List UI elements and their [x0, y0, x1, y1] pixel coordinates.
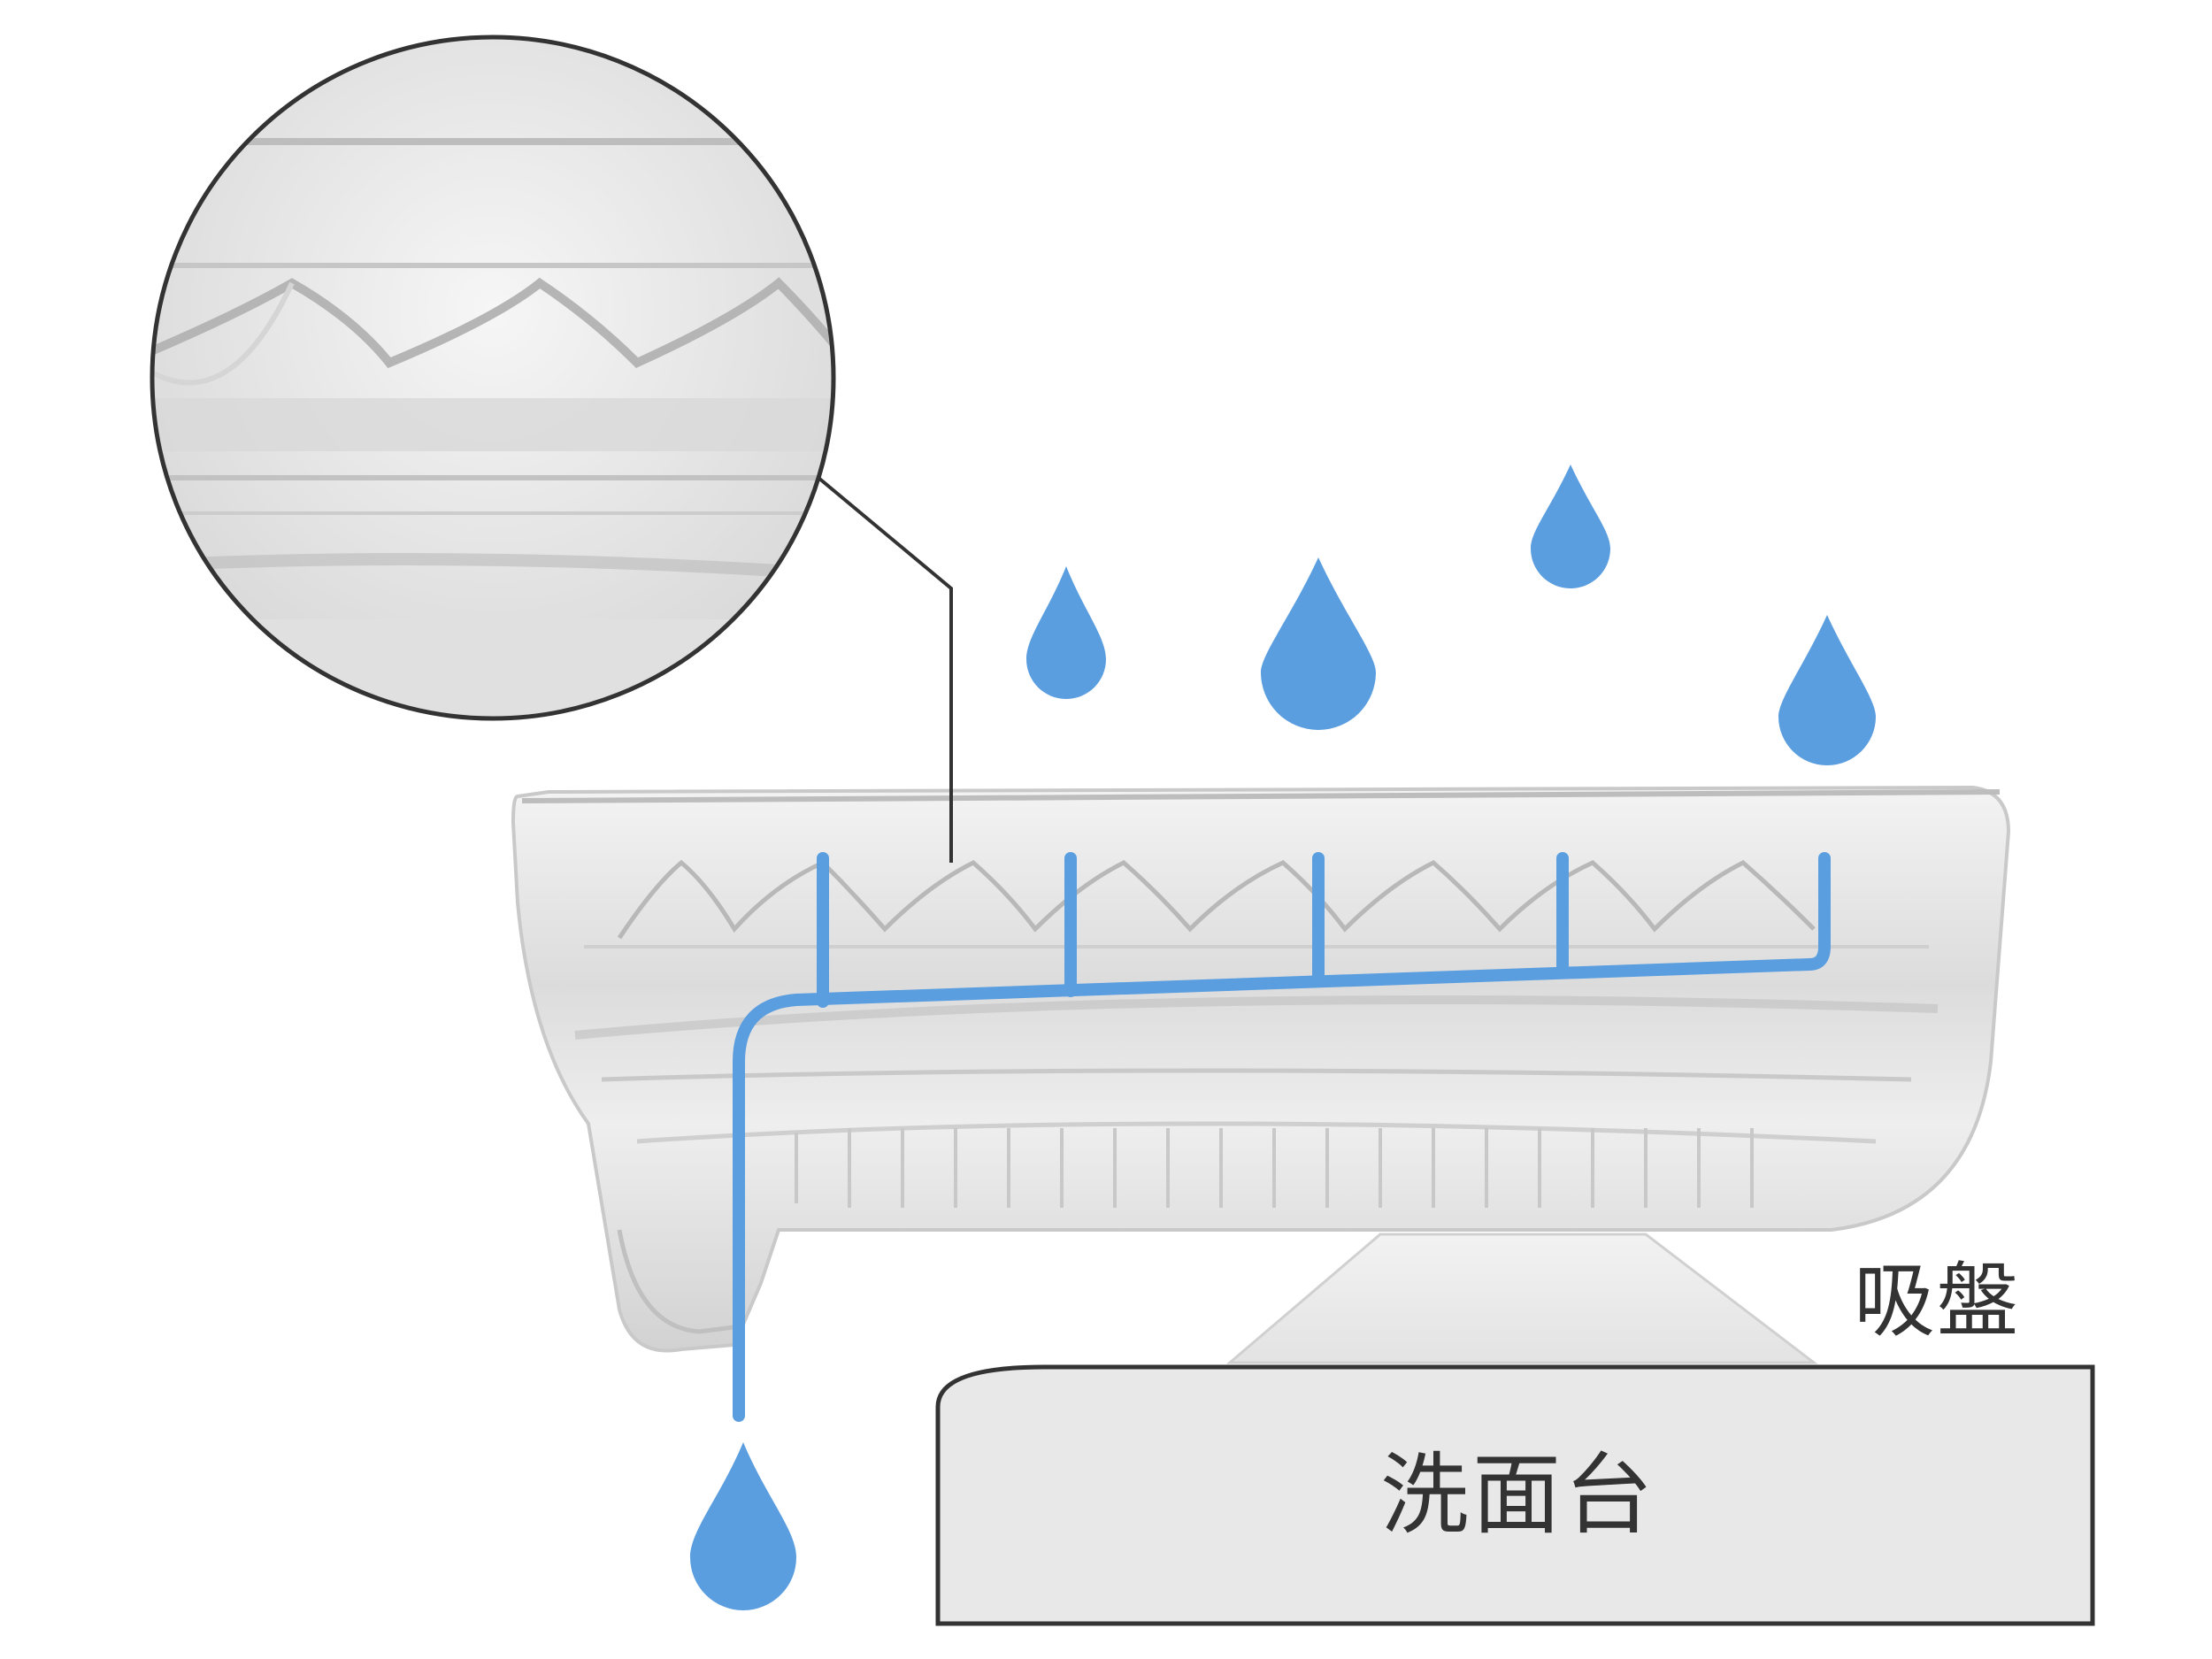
callout-leader-line — [817, 476, 953, 863]
water-flow-path — [733, 852, 1831, 1422]
zoom-detail-circle — [150, 35, 836, 721]
soap-dish — [511, 785, 2011, 1353]
suction-cup — [1225, 1233, 1818, 1364]
counter-surface — [935, 1364, 2095, 1626]
water-drop-icon — [1026, 566, 1106, 699]
counter-label: 洗面台 — [1380, 1443, 1656, 1547]
water-drop-icon — [690, 1442, 796, 1610]
water-drop-icon — [1778, 615, 1876, 765]
water-drop-icon — [1261, 557, 1376, 730]
water-drop-icon — [1531, 465, 1610, 588]
suction-cup-label: 吸盤 — [1854, 1254, 2021, 1348]
